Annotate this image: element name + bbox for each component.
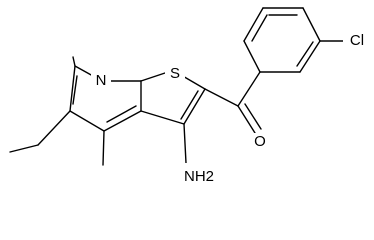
chemical-structure: N S NH2 Cl O bbox=[9, 7, 373, 185]
sulfur-label: S bbox=[170, 65, 180, 82]
atom-labels: N S NH2 Cl O bbox=[91, 32, 373, 185]
amino-label: NH2 bbox=[184, 168, 214, 185]
bond-lines bbox=[9, 7, 345, 166]
nitrogen-label: N bbox=[96, 72, 107, 89]
carbonyl-oxygen-label: O bbox=[254, 133, 266, 150]
chlorine-label: Cl bbox=[350, 32, 364, 49]
